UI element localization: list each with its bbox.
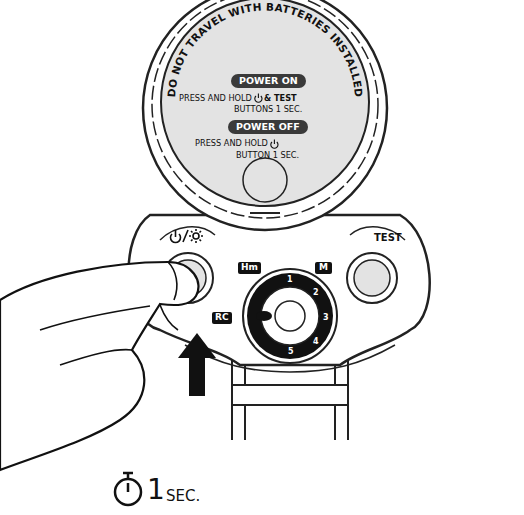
duration-unit: SEC. [166, 488, 200, 505]
badge-text: RC [215, 312, 229, 322]
dial-number: 2 [313, 289, 319, 298]
bezel-grip [152, 0, 378, 218]
dial-outer [243, 269, 337, 363]
curved-warning: DO NOT TRAVEL WITH BATTERIES INSTALLED [165, 0, 365, 97]
cap-circle [243, 158, 287, 202]
button-label: TEST [374, 232, 402, 243]
power-off-badge: POWER OFF [228, 120, 308, 134]
hand-contour [40, 262, 178, 365]
hand [0, 262, 198, 470]
bezel-ring [143, 0, 387, 230]
badge-text: POWER OFF [236, 121, 300, 132]
mode-tag: Hm [238, 262, 261, 274]
instruction-text: PRESS AND HOLD [195, 139, 268, 148]
press-arrow [189, 356, 205, 396]
badge-text: M [319, 262, 328, 272]
curved-warning: DO NOT TRAVEL WITH BATTERIES INSTALLED [165, 0, 365, 97]
stem-collar [232, 385, 348, 405]
badge-text: POWER ON [239, 75, 298, 86]
dial-center [275, 301, 305, 331]
dial-ring [247, 273, 333, 359]
instruction-text: PRESS AND HOLD [179, 94, 252, 103]
mode-tag: M [315, 262, 332, 274]
dial-number: 3 [323, 314, 329, 323]
display-cap [161, 0, 369, 206]
instruction-text: BUTTONS 1 SEC. [234, 105, 302, 114]
dial-number: 5 [288, 348, 294, 357]
instruction-text: & TEST [264, 94, 297, 103]
press-arrow [178, 333, 216, 358]
instruction-text: BUTTON 1 SEC. [236, 151, 299, 160]
test-button-cap [354, 260, 390, 296]
duration-number: 1 [147, 475, 165, 506]
badge-text: Hm [241, 262, 258, 272]
dial-pointer [256, 311, 272, 321]
mode-tag: RC [212, 312, 232, 324]
stopwatch-icon [115, 473, 141, 505]
cap-tab [250, 212, 280, 214]
power-on-badge: POWER ON [231, 74, 306, 88]
test-button [347, 253, 397, 303]
power-light-icon [171, 229, 204, 243]
dial-number: 1 [287, 276, 293, 285]
dial-number: 4 [313, 338, 319, 347]
